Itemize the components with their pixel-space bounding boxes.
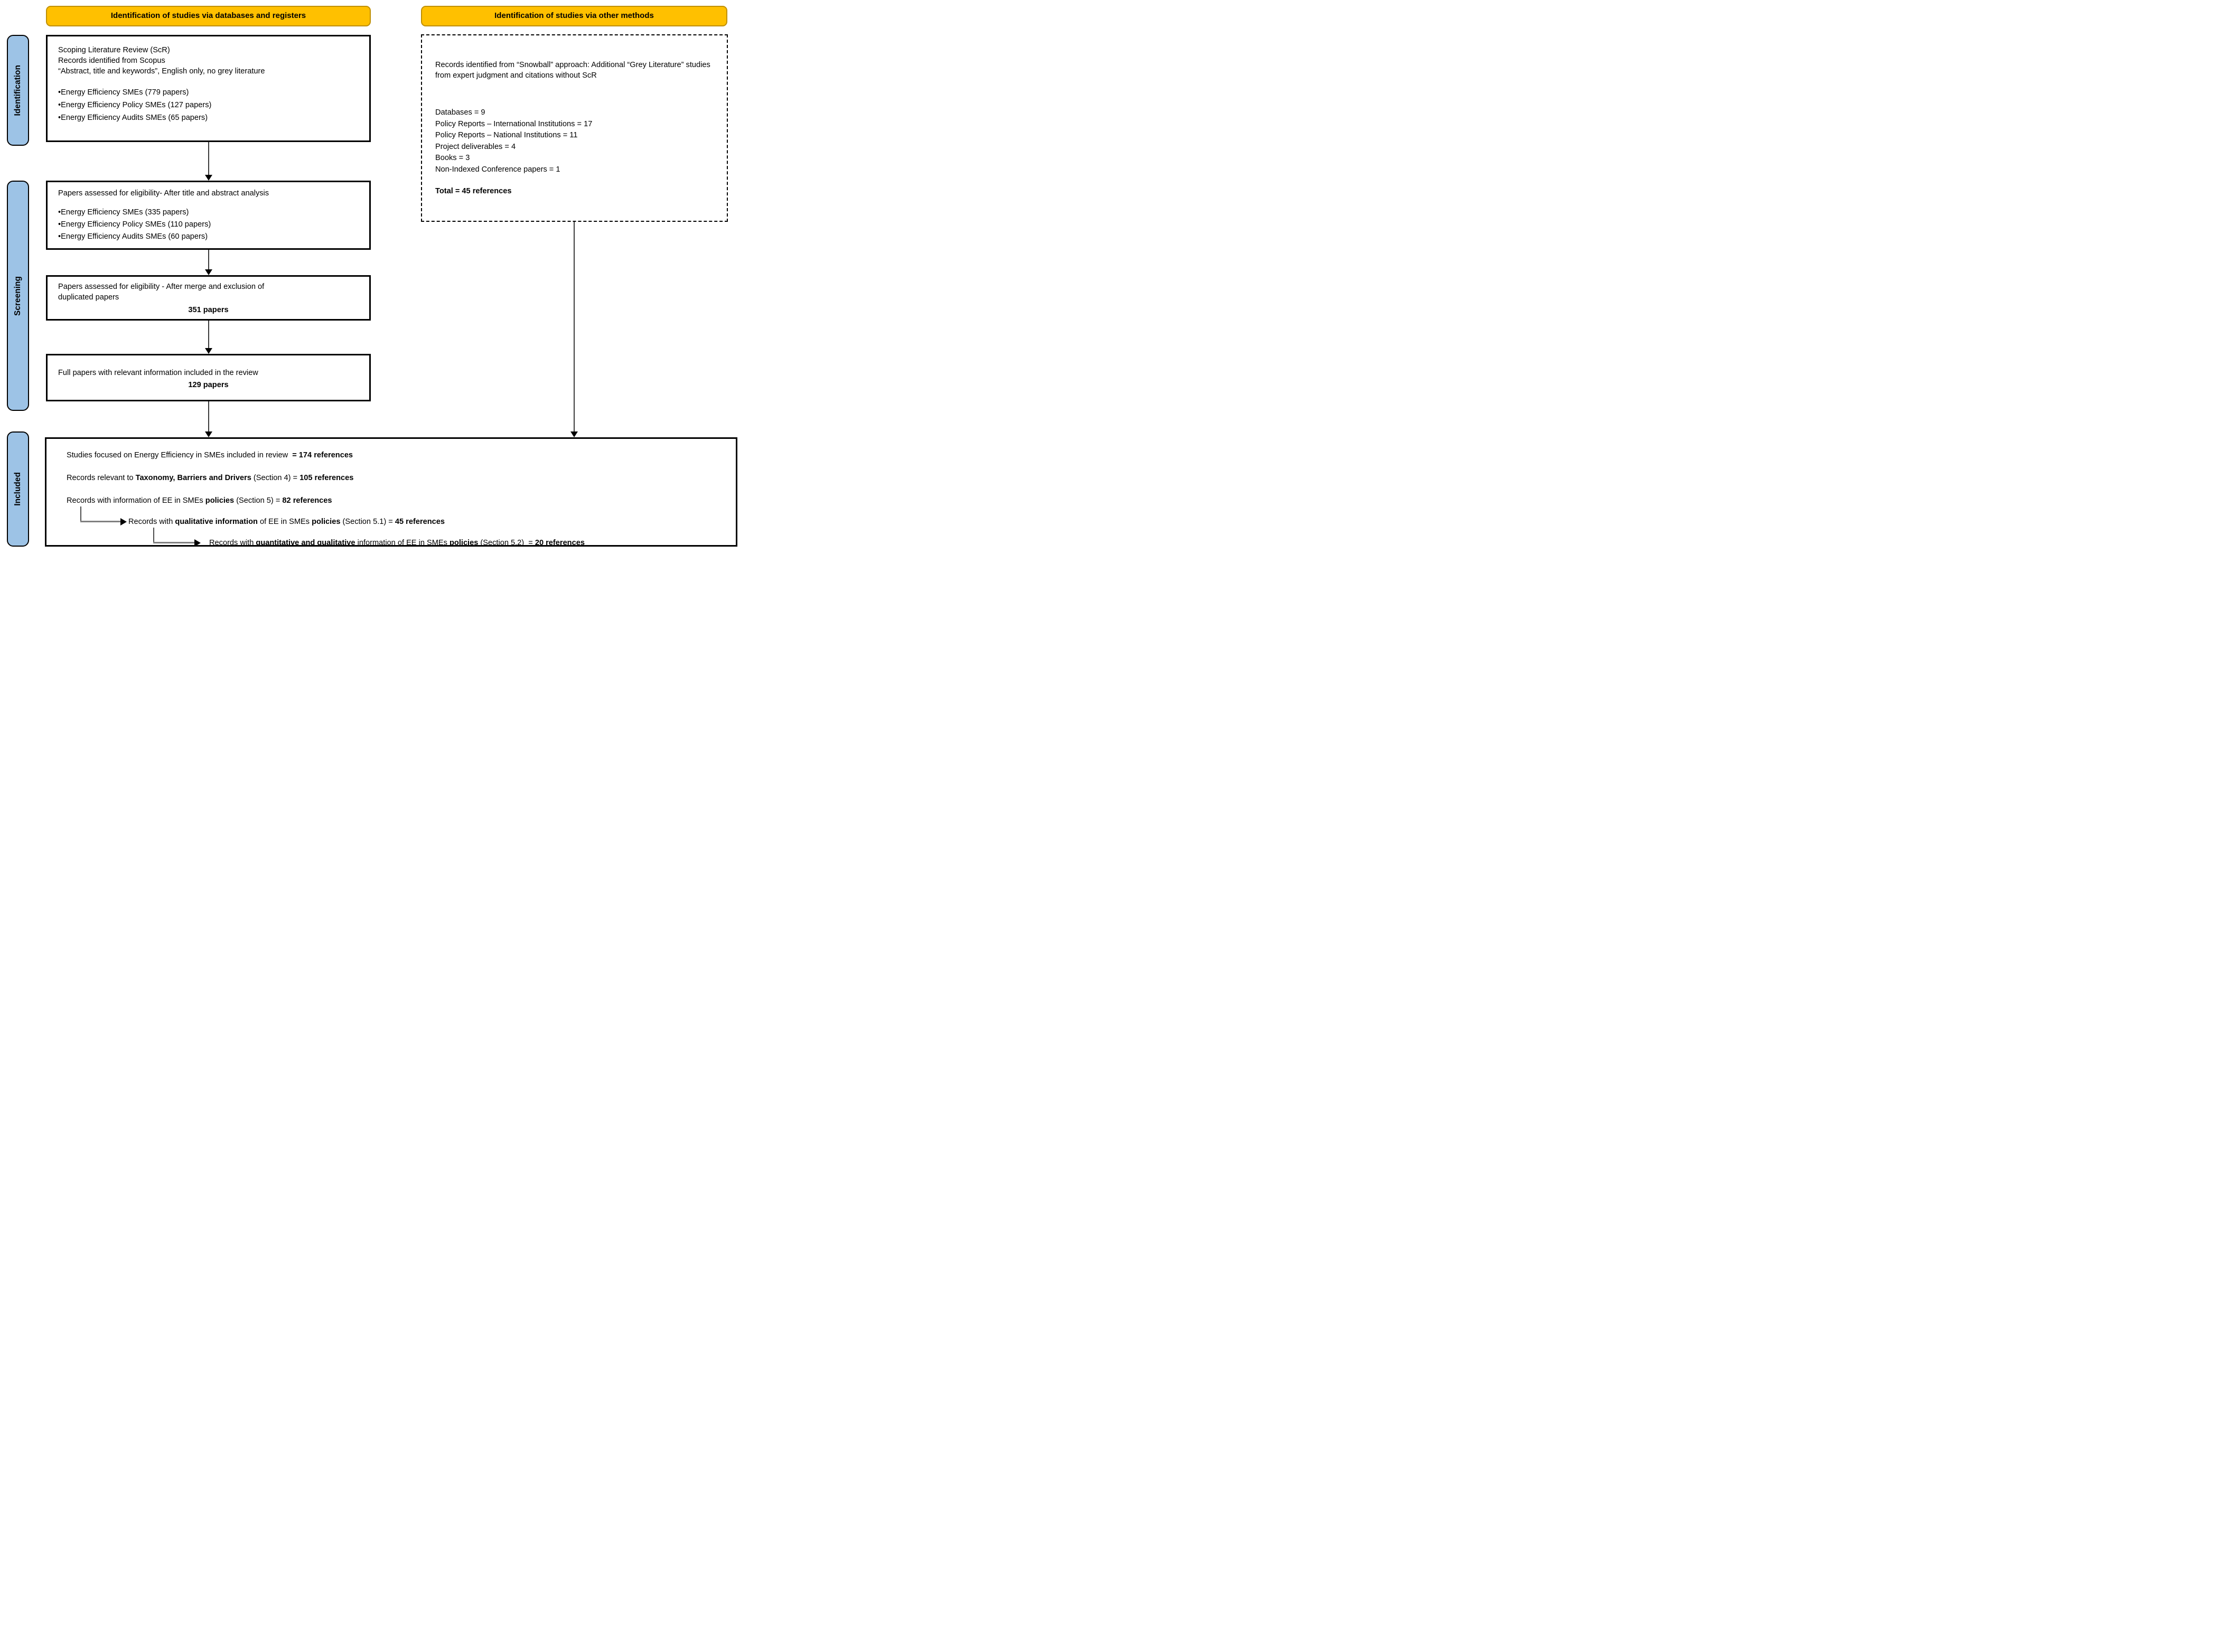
stage-identification: Identification bbox=[7, 35, 29, 146]
box-eligibility-title-abstract: Papers assessed for eligibility- After t… bbox=[46, 181, 371, 250]
snowball-source: Books = 3 bbox=[435, 154, 470, 162]
snowball-paragraph: Records identified from “Snowball” appro… bbox=[435, 61, 710, 80]
eligibility-bullet: •Energy Efficiency SMEs (335 papers) bbox=[58, 208, 189, 217]
arrow-down-icon bbox=[204, 321, 213, 354]
spacer bbox=[58, 77, 359, 86]
merge-line: Papers assessed for eligibility - After … bbox=[58, 283, 265, 291]
arrow-shaft bbox=[208, 142, 209, 175]
snowball-source-list: Databases = 9 Policy Reports – Internati… bbox=[435, 107, 715, 175]
eligibility-title: Papers assessed for eligibility- After t… bbox=[58, 189, 269, 198]
snowball-total: Total = 45 references bbox=[435, 187, 512, 195]
stage-screening-label: Screening bbox=[13, 276, 22, 316]
elbow-connector bbox=[80, 506, 81, 522]
scoping-bullet: •Energy Efficiency Policy SMEs (127 pape… bbox=[58, 101, 212, 109]
header-databases-registers: Identification of studies via databases … bbox=[46, 6, 371, 26]
arrow-down-icon bbox=[204, 142, 213, 181]
included-row: Records with qualitative information of … bbox=[128, 518, 445, 526]
merge-count: 351 papers bbox=[188, 306, 229, 314]
header-databases-registers-label: Identification of studies via databases … bbox=[110, 11, 306, 21]
arrow-shaft bbox=[574, 222, 575, 431]
snowball-source: Non-Indexed Conference papers = 1 bbox=[435, 165, 560, 174]
scoping-line: “Abstract, title and keywords”, English … bbox=[58, 67, 265, 76]
snowball-source: Databases = 9 bbox=[435, 108, 485, 117]
arrow-down-icon bbox=[204, 401, 213, 437]
elbow-connector bbox=[153, 542, 194, 543]
arrow-shaft bbox=[208, 321, 209, 348]
arrow-down-icon bbox=[204, 250, 213, 275]
spacer bbox=[58, 199, 359, 207]
included-row: Records with quantitative and qualitativ… bbox=[209, 539, 585, 547]
scoping-line: Scoping Literature Review (ScR) bbox=[58, 46, 170, 54]
stage-included-label: Included bbox=[13, 472, 22, 506]
box-included: Studies focused on Energy Efficiency in … bbox=[45, 437, 737, 547]
full-papers-line: Full papers with relevant information in… bbox=[58, 369, 258, 377]
arrow-head bbox=[205, 348, 212, 354]
arrow-shaft bbox=[208, 250, 209, 269]
eligibility-bullet: •Energy Efficiency Audits SMEs (60 paper… bbox=[58, 232, 208, 241]
scoping-bullet: •Energy Efficiency SMEs (779 papers) bbox=[58, 88, 189, 97]
box-full-papers: Full papers with relevant information in… bbox=[46, 354, 371, 401]
arrow-right-icon bbox=[194, 539, 201, 547]
eligibility-bullet: •Energy Efficiency Policy SMEs (110 pape… bbox=[58, 220, 211, 229]
full-papers-count: 129 papers bbox=[188, 381, 229, 389]
arrow-right-icon bbox=[120, 518, 127, 525]
eligibility-bullet-list: •Energy Efficiency SMEs (335 papers) •En… bbox=[58, 207, 359, 243]
header-other-methods-label: Identification of studies via other meth… bbox=[494, 11, 654, 21]
elbow-connector bbox=[153, 528, 154, 543]
snowball-source: Policy Reports – International Instituti… bbox=[435, 119, 593, 128]
included-row: Records relevant to Taxonomy, Barriers a… bbox=[67, 474, 354, 482]
stage-identification-label: Identification bbox=[13, 64, 22, 116]
box-snowball-other-methods: Records identified from “Snowball” appro… bbox=[421, 34, 728, 222]
prisma-flow-diagram: Identification of studies via databases … bbox=[0, 0, 739, 551]
arrow-head bbox=[205, 175, 212, 181]
arrow-shaft bbox=[208, 401, 209, 431]
included-row: Studies focused on Energy Efficiency in … bbox=[67, 451, 353, 459]
snowball-source: Project deliverables = 4 bbox=[435, 142, 516, 151]
scoping-line: Records identified from Scopus bbox=[58, 57, 165, 65]
header-other-methods: Identification of studies via other meth… bbox=[421, 6, 727, 26]
snowball-source: Policy Reports – National Institutions =… bbox=[435, 131, 578, 139]
stage-included: Included bbox=[7, 431, 29, 547]
scoping-bullet: •Energy Efficiency Audits SMEs (65 paper… bbox=[58, 114, 208, 122]
box-scoping-review: Scoping Literature Review (ScR) Records … bbox=[46, 35, 371, 142]
included-row: Records with information of EE in SMEs p… bbox=[67, 496, 332, 505]
scoping-bullet-list: •Energy Efficiency SMEs (779 papers) •En… bbox=[58, 86, 359, 124]
arrow-head bbox=[205, 431, 212, 437]
merge-line: duplicated papers bbox=[58, 293, 119, 302]
arrow-head bbox=[570, 431, 578, 437]
arrow-head bbox=[205, 269, 212, 275]
box-eligibility-merge: Papers assessed for eligibility - After … bbox=[46, 275, 371, 321]
stage-screening: Screening bbox=[7, 181, 29, 411]
elbow-connector bbox=[80, 521, 120, 522]
arrow-down-icon bbox=[570, 222, 578, 437]
